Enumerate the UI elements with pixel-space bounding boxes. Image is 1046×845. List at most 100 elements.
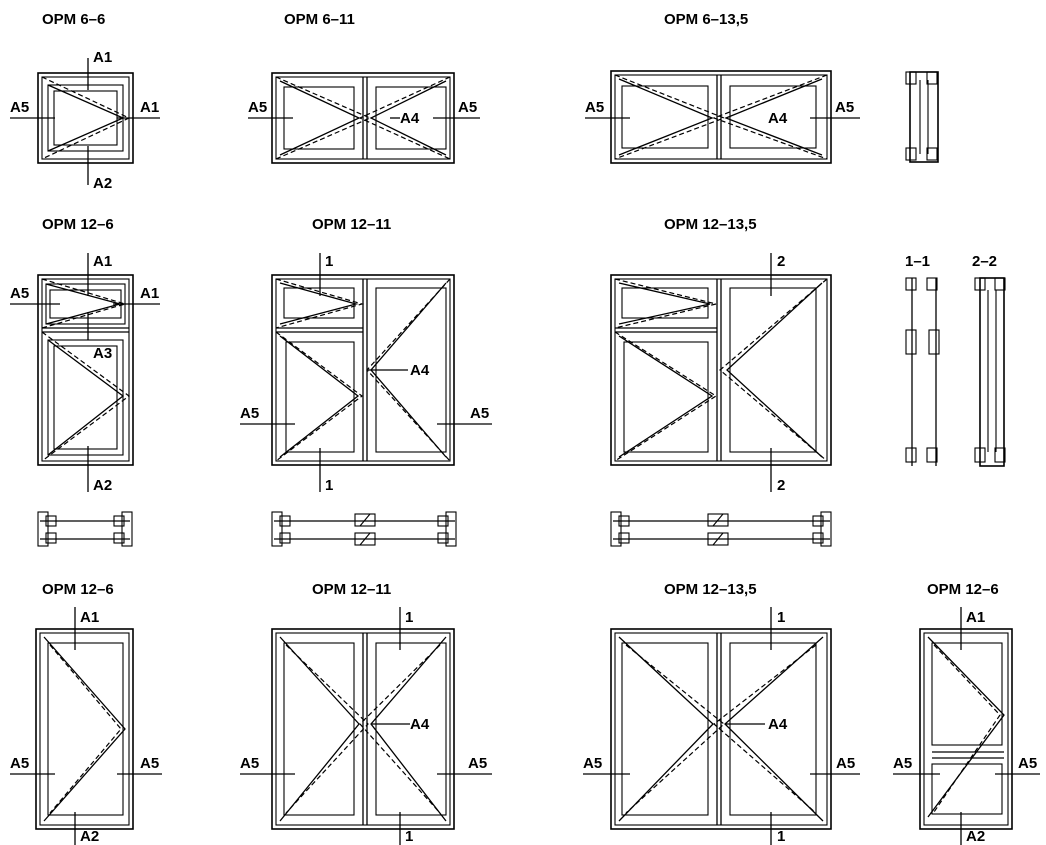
callout-label: 1 [777,609,785,626]
callout-label: 1 [405,609,413,626]
callout-label: A5 [10,99,29,116]
section-title: 1–1 [905,253,930,270]
callout-label: A4 [410,716,430,733]
sash [623,341,709,453]
panel-opm-12-13-5-row3: OPM 12–13,5 1 A4 A5 A5 1 [583,581,860,845]
callout-label: A1 [140,285,159,302]
opening-symbol [618,335,714,458]
panel-title: OPM 12–11 [312,581,391,598]
callout-label: 1 [325,477,333,494]
callout-label: A4 [410,362,430,379]
plan-section [271,511,457,547]
section-detail [905,71,939,163]
sash [621,85,709,149]
opening-symbol [724,636,824,822]
callout-label: A5 [10,755,29,772]
callout-label: A5 [10,285,29,302]
callout-label: A1 [80,609,99,626]
callout-label: A4 [768,110,788,127]
panel-title: OPM 12–13,5 [664,216,757,233]
window-frame [610,274,832,466]
opening-symbol [618,636,714,822]
callout-label: 2 [777,253,785,270]
sash [47,339,124,456]
panel-title: OPM 6–11 [284,11,355,28]
window-frame [610,70,832,164]
callout-label: 1 [405,828,413,845]
panel-title: OPM 12–6 [927,581,999,598]
callout-label: A5 [835,99,854,116]
callout-label: A5 [893,755,912,772]
sash [283,642,355,816]
panel-opm-12-6-row3: OPM 12–6 A1 A5 A5 A2 [10,581,162,845]
callout-label: A2 [93,477,112,494]
panel-opm-12-13-5: OPM 12–13,5 2 2 [610,216,832,494]
sash [931,642,1003,746]
callout-label: A5 [1018,755,1037,772]
panel-title: OPM 6–13,5 [664,11,748,28]
panel-title: OPM 6–6 [42,11,105,28]
callout-label: 2 [777,477,785,494]
callout-label: A4 [768,716,788,733]
callout-label: 1 [325,253,333,270]
sash [375,642,447,816]
panel-opm-12-11-row3: OPM 12–11 1 A4 A5 A5 1 [240,581,492,845]
opening-symbol [43,636,126,822]
panel-opm-6-13-5: OPM 6–13,5 A5 A4 A5 [585,11,860,164]
opening-symbol [726,282,823,458]
window-frame [610,628,832,830]
sash [47,84,124,152]
opening-symbol [370,636,447,822]
panel-title: OPM 12–6 [42,216,114,233]
callout-label: A5 [240,755,259,772]
sash [621,642,709,816]
callout-label: 1 [777,828,785,845]
panel-title: OPM 12–11 [312,216,391,233]
sash [283,86,355,150]
opening-symbol [618,282,711,325]
panel-title: OPM 12–13,5 [664,581,757,598]
opening-symbol [47,84,125,152]
plan-section [610,511,832,547]
window-frame [919,628,1013,830]
opening-symbol [369,80,447,156]
callout-label: A1 [93,49,112,66]
callout-label: A1 [93,253,112,270]
callout-label: A5 [140,755,159,772]
callout-label: A5 [470,405,489,422]
callout-label: A5 [836,755,855,772]
panel-opm-12-6-right: OPM 12–6 A1 A5 A5 A2 [893,581,1040,845]
sash [285,341,355,453]
callout-label: A5 [468,755,487,772]
opening-symbol [279,335,360,458]
callout-label: A1 [966,609,985,626]
callout-label: A5 [248,99,267,116]
callout-label: A5 [240,405,259,422]
panel-opm-6-11: OPM 6–11 A5 A4 A5 [248,11,480,164]
callout-label: A2 [93,175,112,192]
callout-label: A5 [458,99,477,116]
section-title: 2–2 [972,253,997,270]
callout-label: A4 [400,110,420,127]
callout-label: A5 [585,99,604,116]
opening-symbol [279,282,359,325]
opening-symbol [618,78,714,156]
callout-label: A3 [93,345,112,362]
panel-opm-6-6: OPM 6–6 A1 A5 A1 A2 [10,11,160,192]
panel-opm-12-11: OPM 12–11 1 A4 A5 A5 1 [240,216,492,494]
opening-symbol [279,636,360,822]
sash [47,642,124,816]
callout-label: A2 [966,828,985,845]
callout-label: A1 [140,99,159,116]
section-detail-2-2: 2–2 [972,253,1006,467]
window-frame [271,274,455,466]
window-frame [37,274,134,466]
opening-symbol [927,636,1005,818]
panel-title: OPM 12–6 [42,581,114,598]
section-detail-1-1: 1–1 [905,253,940,466]
plan-section [37,511,133,547]
callout-label: A5 [583,755,602,772]
panel-opm-12-6: OPM 12–6 A1 A5 A1 A3 A2 [10,216,160,494]
sash [729,287,817,453]
